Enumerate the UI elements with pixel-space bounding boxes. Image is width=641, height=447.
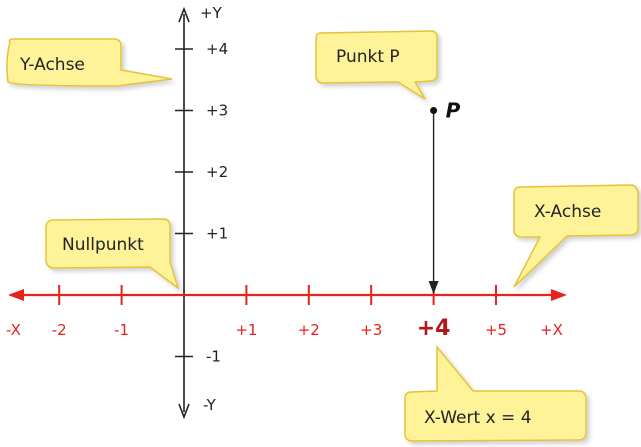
point-p-label: P: [446, 99, 461, 123]
y-tick-label: +2: [206, 163, 228, 181]
callout-origin: [45, 218, 180, 290]
callout-x-axis: [513, 184, 639, 288]
x-tick-label: +2: [298, 321, 320, 339]
x-tick-label: +5: [485, 321, 507, 339]
x-tick-label: -2: [52, 321, 67, 339]
callout-x-value-text: X-Wert x = 4: [424, 408, 532, 428]
x-tick-label: +1: [235, 321, 257, 339]
point-p-marker: [430, 107, 438, 114]
projection-arrow: [428, 281, 439, 294]
x-axis-arrow-right: [551, 289, 567, 301]
y-tick-label: +1: [206, 225, 228, 243]
callout-point: [315, 30, 438, 100]
y-axis-top-label: +Y: [200, 4, 223, 22]
callout-y-axis-text: Y-Achse: [19, 55, 85, 75]
callout-y-axis: [6, 38, 173, 87]
callout-x-axis-text: X-Achse: [534, 202, 601, 222]
callout-point-text: Punkt P: [336, 47, 400, 67]
y-axis-bottom-label: -Y: [203, 396, 217, 414]
callout-origin-text: Nullpunkt: [62, 235, 144, 255]
y-axis-arrow-down: [178, 403, 190, 420]
x-axis-right-label: +X: [540, 321, 563, 339]
y-axis-arrow-up: [178, 6, 190, 23]
y-tick-label: +3: [206, 102, 228, 120]
x-tick-label-highlight: +4: [417, 316, 451, 341]
y-axis-ticks: +4 +3 +2 +1 -1: [175, 40, 228, 366]
x-tick-label: -1: [114, 321, 129, 339]
y-tick-label: +4: [206, 40, 228, 58]
callout-x-value: [404, 344, 587, 442]
x-tick-label: +3: [360, 321, 382, 339]
y-tick-label: -1: [206, 348, 221, 366]
x-axis-arrow-left: [8, 289, 24, 301]
x-axis-left-label: -X: [6, 321, 21, 339]
x-axis-ticks: -2 -1 +1 +2 +3 +4 +5: [52, 285, 507, 341]
